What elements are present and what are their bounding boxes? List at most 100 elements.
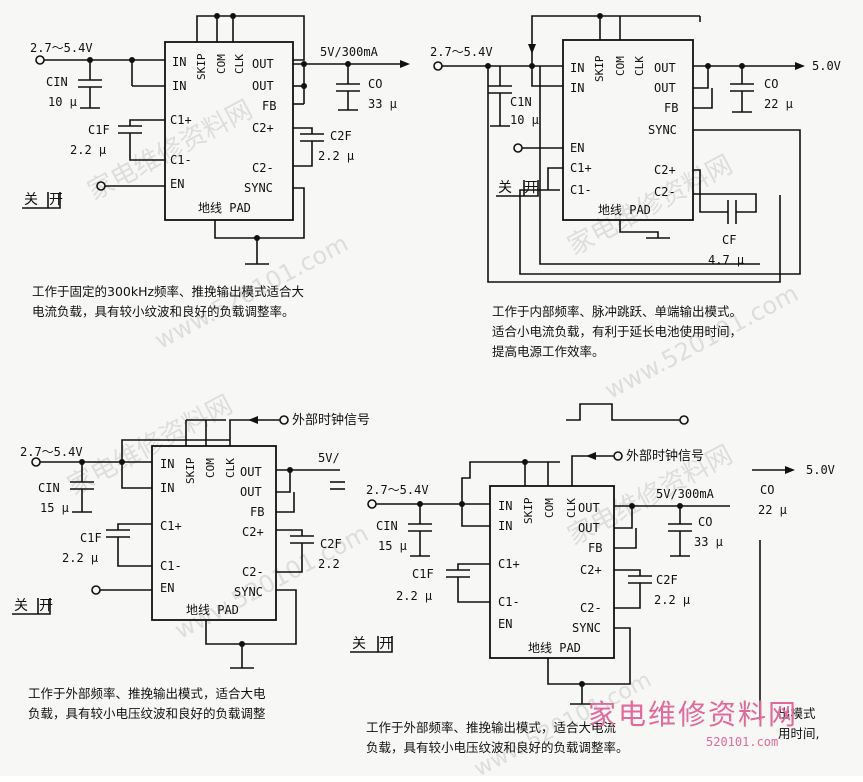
caption-circuit-1: 工作于固定的300kHz频率、推挽输出模式适合大 电流负载，具有较小纹波和良好的… — [32, 282, 402, 322]
cap-value: 10 μ — [48, 95, 77, 109]
pin-clk: CLK — [565, 498, 578, 518]
wire — [276, 529, 303, 536]
ext-clock-label: 外部时钟信号 — [626, 448, 704, 464]
wire — [693, 193, 757, 213]
caption-line: 提高电源工作效率。 — [492, 344, 605, 359]
junction-dot — [287, 467, 293, 473]
cap-value: 15 μ — [40, 501, 69, 515]
en-terminal — [96, 181, 106, 191]
pin-c2m: C2- — [654, 185, 676, 199]
wire — [487, 66, 781, 283]
caption-tail: 出模式 用时间, — [778, 704, 858, 744]
caption-line: 用时间, — [778, 726, 820, 741]
cap-value: 2.2 μ — [654, 593, 690, 607]
pin-c1m: C1- — [170, 153, 192, 167]
wire — [547, 167, 563, 190]
wire — [276, 543, 303, 573]
clock-terminal — [613, 451, 623, 461]
wire — [571, 455, 614, 486]
output-label: 5V/300mA — [320, 45, 379, 59]
caption-line: 电流负载，具有较小纹波和良好的负载调整率。 — [32, 304, 295, 319]
wire — [257, 187, 305, 239]
cap-name: C1F — [80, 531, 102, 545]
clock-pulse — [566, 403, 680, 421]
junction-dot — [629, 503, 635, 509]
output-label: 5.0V — [806, 463, 835, 477]
cap-value: 2.2 μ — [62, 551, 98, 565]
wire — [129, 133, 165, 161]
pin-skip: SKIP — [593, 55, 606, 82]
cap-name: C1F — [412, 567, 434, 581]
caption-line: 工作于内部频率、脉冲跳跃、单端输出模式。 — [492, 304, 743, 319]
pin-in: IN — [160, 481, 174, 495]
pin-out: OUT — [578, 521, 600, 535]
output-arrow — [400, 60, 410, 68]
pin-in: IN — [570, 81, 584, 95]
wire — [461, 461, 560, 504]
pin-out: OUT — [240, 465, 262, 479]
wire — [539, 66, 760, 265]
caption-line: 出模式 — [778, 706, 816, 721]
pin-pad: 地线 PAD — [186, 603, 239, 617]
wire — [293, 127, 313, 134]
pin-out: OUT — [252, 79, 274, 93]
arrow — [586, 452, 596, 460]
wire — [196, 15, 305, 61]
circuit-2 — [433, 13, 805, 283]
cap-value: 33 μ — [694, 535, 723, 549]
cap-name: CO — [764, 77, 778, 91]
wire — [693, 169, 728, 213]
pin-fb: FB — [250, 505, 264, 519]
circuit-3 — [12, 415, 345, 669]
wire — [242, 589, 297, 645]
pin-skip: SKIP — [184, 457, 197, 484]
logo-text: 家电维修资料网 — [588, 698, 799, 731]
cap-value: 2.2 μ — [70, 143, 106, 157]
pin-com: COM — [543, 498, 556, 518]
ic-chip — [489, 485, 615, 659]
pin-in: IN — [172, 55, 186, 69]
cap-name: C2F — [656, 573, 678, 587]
pin-out: OUT — [252, 57, 274, 71]
switch-off-label: 关 — [498, 180, 512, 196]
wire — [614, 506, 633, 529]
pin-clk: CLK — [633, 56, 646, 76]
pin-en: EN — [570, 141, 584, 155]
pin-c2m: C2- — [252, 161, 274, 175]
pin-c2p: C2+ — [654, 163, 676, 177]
input-terminal — [31, 457, 41, 467]
wire — [457, 563, 490, 570]
pin-out: OUT — [654, 81, 676, 95]
switch-on-label: 开 — [49, 192, 63, 208]
caption-line: 负载，具有较小电压纹波和良好的负载调整率。 — [366, 740, 629, 755]
junction-dot — [579, 681, 585, 687]
output-label: 5.0V — [812, 59, 841, 73]
input-voltage-label: 2.7～5.4V — [430, 45, 493, 59]
cap-value: 22 μ — [758, 503, 787, 517]
pin-c2m: C2- — [580, 601, 602, 615]
site-logo: 家电维修资料网 520101.com — [588, 693, 860, 773]
switch-box — [12, 598, 51, 615]
cap-value: 10 μ — [510, 113, 539, 127]
pin-c2p: C2+ — [580, 563, 602, 577]
output-arrow — [795, 62, 805, 70]
cap-name: CO — [368, 77, 382, 91]
caption-circuit-3: 工作于外部频率、推挽输出模式，适合大电 负载，具有较小电压纹波和良好的负载调整 — [28, 684, 373, 724]
wire — [531, 66, 563, 87]
pin-out: OUT — [240, 485, 262, 499]
wire — [614, 569, 641, 576]
wire — [205, 620, 243, 668]
caption-circuit-4: 工作于外部频率、推挽输出模式，适合大电流 负载，具有较小电压纹波和良好的负载调整… — [366, 718, 776, 758]
pin-fb: FB — [664, 101, 678, 115]
pin-c2m: C2- — [242, 565, 264, 579]
cap-value: 15 μ — [378, 539, 407, 553]
pin-sync: SYNC — [572, 621, 601, 635]
pin-sync: SYNC — [234, 585, 263, 599]
cap-name: CO — [760, 483, 774, 497]
wire — [276, 470, 291, 493]
input-terminal — [367, 499, 377, 509]
cap-value: 22 μ — [764, 97, 793, 111]
input-terminal — [433, 61, 443, 71]
pulse-terminal — [679, 415, 689, 425]
